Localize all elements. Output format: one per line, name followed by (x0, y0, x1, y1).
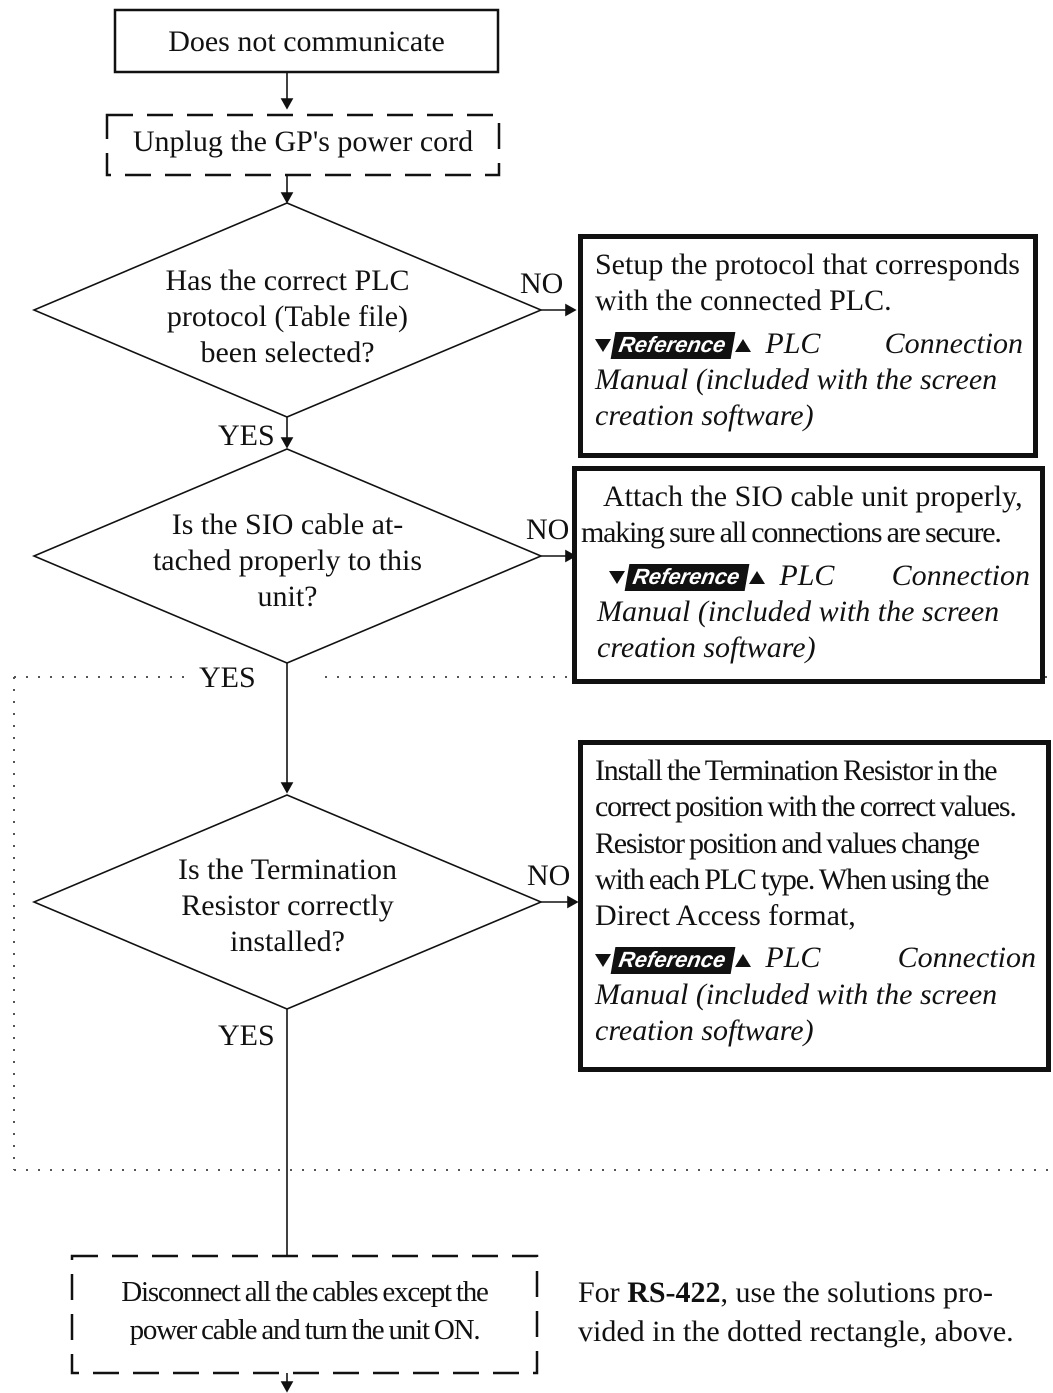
no-label-3: NO (527, 859, 571, 892)
decision-2-text: Is the SIO cable at- tached properly to … (152, 508, 423, 613)
no-arrow (541, 303, 577, 317)
dotted-rectangle-region (13, 676, 1050, 1171)
unplug-label: Unplug the GP's power cord (132, 125, 474, 158)
yes-label-1: YES (218, 419, 275, 452)
yes-label-2: YES (195, 660, 260, 696)
disconnect-label: Disconnect all the cables except the pow… (121, 1276, 489, 1346)
disconnect-box (70, 1254, 539, 1375)
connector-arrow (280, 175, 294, 204)
no-label-2: NO (526, 513, 570, 546)
start-box (113, 8, 500, 74)
start-label: Does not communicate (168, 25, 445, 58)
no-label-1: NO (520, 267, 564, 300)
yes-label-3: YES (218, 1019, 275, 1052)
decision-1-text: Has the correct PLC protocol (Table file… (165, 264, 410, 369)
note-box-sio-cable: Attach the SIO cable unit properly, maki… (572, 466, 1045, 684)
reference-icon: Reference (609, 564, 766, 592)
unplug-box (105, 113, 501, 177)
no-arrow (541, 895, 579, 909)
connector-arrow (280, 1373, 294, 1393)
connector-arrow (280, 72, 294, 110)
note-box-plc-protocol: Setup the protocol that corresponds with… (578, 234, 1038, 458)
connector-arrow (280, 417, 294, 449)
decision-3-text: Is the Termination Resistor correctly in… (178, 853, 397, 958)
note-box-termination-resistor: Install the Termination Resistor in the … (578, 740, 1051, 1072)
reference-icon: Reference (595, 947, 752, 975)
rs422-note: For RS-422, use the solutions pro- vided… (578, 1276, 1014, 1348)
reference-icon: Reference (595, 332, 752, 360)
connector-arrow (280, 663, 294, 794)
rs422-term: RS-422 (627, 1276, 721, 1309)
no-arrow (541, 549, 577, 563)
